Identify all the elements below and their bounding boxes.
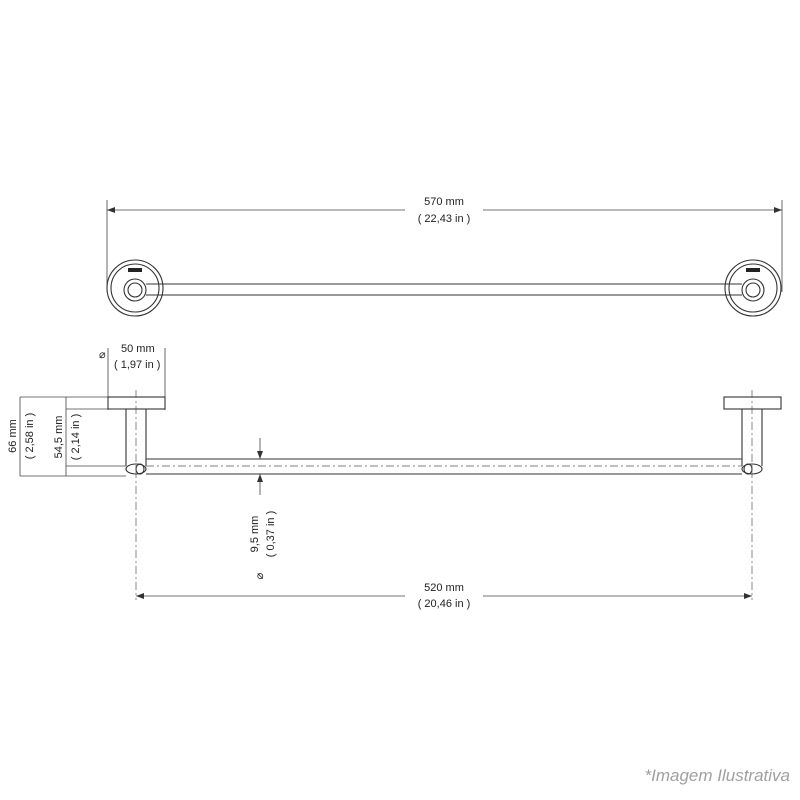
bar-length-in: ( 20,46 in )	[418, 598, 471, 610]
bar-top	[146, 283, 742, 296]
bar-side	[146, 458, 742, 475]
top-view: 570 mm ( 22,43 in )	[106, 193, 783, 317]
depth-mm: 66 mm	[7, 419, 19, 453]
right-bracket-side	[723, 390, 782, 600]
right-rosette-top	[724, 259, 782, 317]
offset-mm: 54,5 mm	[53, 416, 65, 459]
watermark-text: *Imagem Ilustrativa	[644, 766, 791, 785]
side-view: ⌀ 50 mm ( 1,97 in )	[7, 343, 782, 612]
top-length-mm: 570 mm	[424, 196, 464, 208]
bar-length-mm: 520 mm	[424, 582, 464, 594]
base-diameter-in: ( 1,97 in )	[114, 359, 160, 371]
offset-in: ( 2,14 in )	[70, 414, 82, 460]
left-bracket-side	[107, 390, 166, 600]
bar-diameter-in: ( 0,37 in )	[265, 511, 277, 557]
bar-diameter-symbol: ⌀	[254, 572, 266, 579]
base-diameter-mm: 50 mm	[121, 343, 155, 355]
top-length-in: ( 22,43 in )	[418, 213, 471, 225]
bar-diameter-mm: 9,5 mm	[249, 516, 261, 553]
left-rosette-top	[106, 259, 164, 317]
base-diameter-symbol: ⌀	[99, 349, 106, 361]
depth-in: ( 2,58 in )	[24, 413, 36, 459]
